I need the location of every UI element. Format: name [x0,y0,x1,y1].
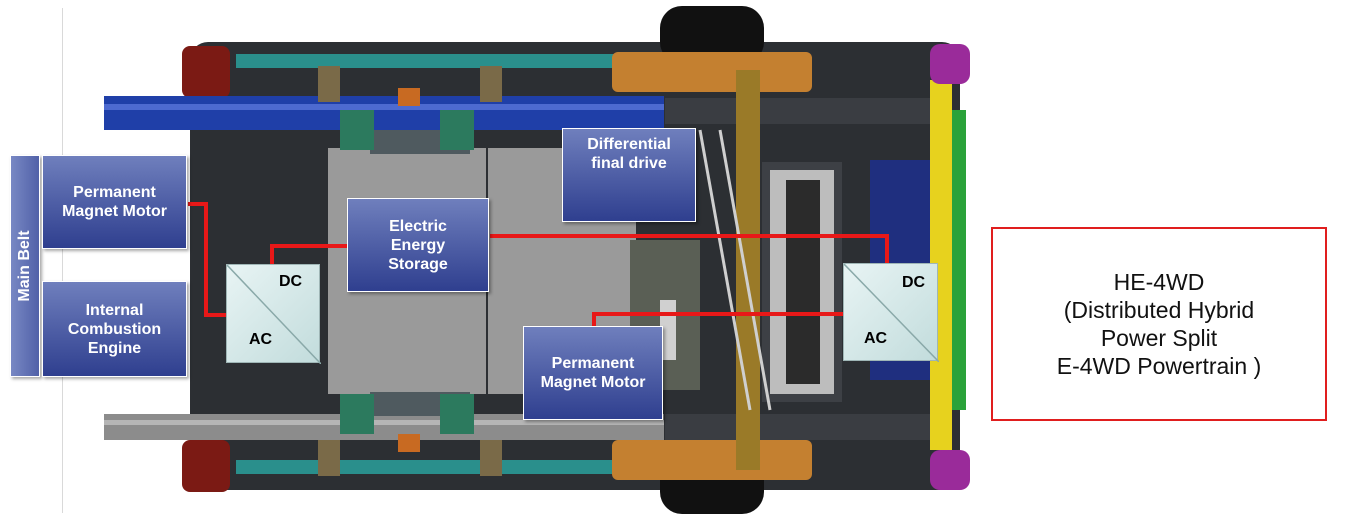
rear-right-corner [182,440,230,492]
bottom-rail [236,460,656,474]
ice-label: Internal Combustion Engine [55,301,175,358]
ac-dc-converter-right: DC AC [843,263,938,361]
pm-motor-center-label: Permanent Magnet Motor [538,354,648,392]
differential-final-drive-block: Differential final drive [562,128,696,222]
title-box: HE-4WD (Distributed Hybrid Power Split E… [991,227,1327,421]
rear-left-corner [182,46,230,98]
permanent-magnet-motor-left-block: Permanent Magnet Motor [42,155,187,249]
converter-diagonal [227,265,321,364]
ac-label-right: AC [864,330,887,348]
front-bumper-green [952,110,966,410]
permanent-magnet-motor-center-block: Permanent Magnet Motor [523,326,663,420]
title-line-2: (Distributed Hybrid [1064,296,1254,324]
main-belt-block: Main Belt [10,155,40,377]
front-axle [736,70,760,470]
ac-label-left: AC [249,331,272,349]
dc-label-right: DC [902,274,925,292]
top-rail [236,54,656,68]
title-line-3: Power Split [1101,324,1217,352]
title-line-4: E-4WD Powertrain ) [1057,352,1261,380]
front-upper-rail [665,98,945,124]
dc-label-left: DC [279,273,302,291]
pm-motor-left-label: Permanent Magnet Motor [60,183,170,221]
blue-frame-rail [104,96,664,130]
front-corner-purple [930,44,970,84]
main-belt-label: Main Belt [16,230,34,301]
internal-combustion-engine-block: Internal Combustion Engine [42,281,187,377]
electric-energy-storage-block: Electric Energy Storage [347,198,489,292]
title-line-1: HE-4WD [1114,268,1205,296]
ac-dc-converter-left: DC AC [226,264,320,363]
front-lower-rail [665,414,945,440]
differential-label: Differential final drive [574,135,684,173]
energy-storage-label: Electric Energy Storage [373,217,463,274]
